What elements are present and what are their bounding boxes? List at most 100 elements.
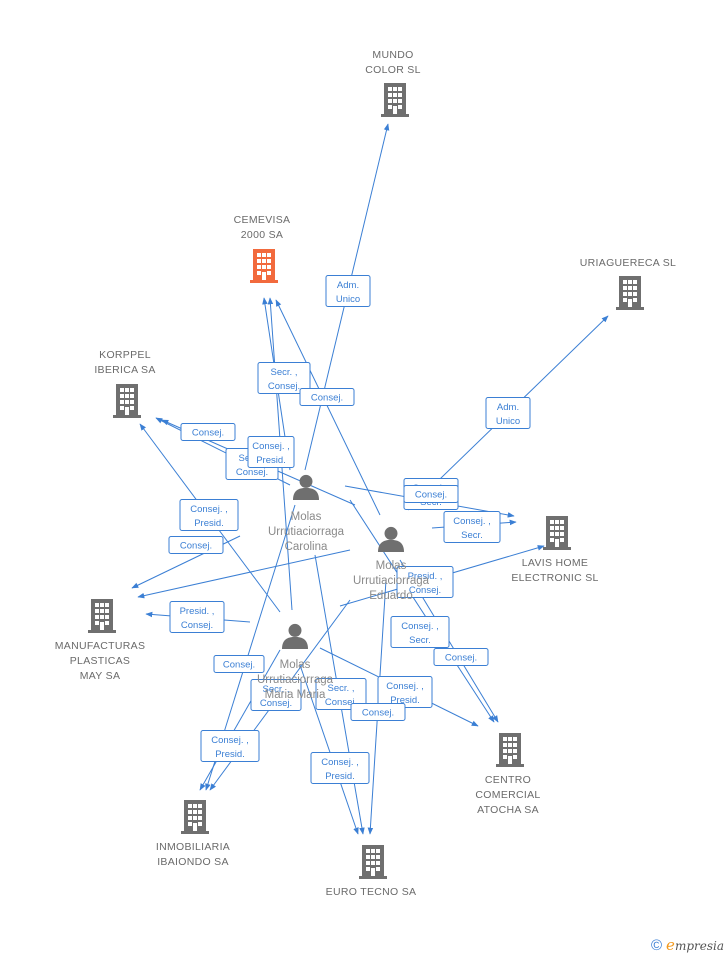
role-label: Consej.: [350, 703, 406, 721]
person-label: Urrutiaciorraga: [257, 674, 334, 686]
role-label: Adm. Unico: [325, 275, 371, 307]
role-label-box: [485, 397, 531, 429]
role-label-text: Secr. ,: [263, 684, 290, 695]
role-label-box: [299, 388, 355, 406]
person-label: Molas: [280, 659, 311, 671]
company-node-korppel[interactable]: KORPPEL IBERICA SA: [94, 349, 155, 418]
person-label: Eduardo: [369, 590, 412, 602]
role-label-text: Unico: [496, 416, 520, 427]
edge-carolina-centro: [349, 499, 495, 723]
role-label-text: Adm.: [497, 402, 519, 413]
role-label-text: Consej.: [415, 490, 447, 501]
role-label-text: Secr.: [409, 635, 431, 646]
role-label: Consej.: [213, 655, 265, 673]
role-label-text: Consej.: [325, 697, 357, 708]
role-label: Consej.: [168, 536, 224, 554]
role-label-text: Consej.: [192, 428, 224, 439]
company-label: KORPPEL: [99, 349, 151, 361]
role-label-box: [213, 655, 265, 673]
role-label-text: Presid.: [390, 695, 420, 706]
role-label: Consej. , Presid.: [377, 676, 433, 708]
company-label: 2000 SA: [241, 229, 283, 241]
company-label: ATOCHA SA: [477, 804, 539, 816]
building-icon: [543, 516, 571, 550]
person-label: Molas: [291, 511, 322, 523]
role-label-box: [247, 436, 295, 468]
role-label-text: Unico: [336, 294, 360, 305]
person-label: Maria Maria: [265, 689, 326, 701]
role-label-text: Secr.: [461, 530, 483, 541]
role-label-text: Consej.: [311, 393, 343, 404]
company-label: IBAIONDO SA: [157, 856, 229, 868]
role-label-text: Consej.: [180, 541, 212, 552]
building-icon: [250, 249, 278, 283]
edge-eduardo-manufacturas: [137, 549, 351, 599]
building-icon: [113, 384, 141, 418]
person-label: Carolina: [285, 541, 328, 553]
role-label: Secr. , Consej.: [250, 679, 302, 711]
building-icon: [88, 599, 116, 633]
brand-logo-initial: e: [666, 936, 675, 954]
edge-eduardo-cemevisa: [275, 299, 381, 516]
role-label-text: Consej. ,: [386, 681, 424, 692]
role-label-text: Consej.: [268, 381, 300, 392]
role-label-box: [325, 275, 371, 307]
role-label-text: Adm.: [337, 280, 359, 291]
company-node-uriaguereca[interactable]: URIAGUERECA SL: [580, 257, 676, 310]
role-label-box: [433, 648, 489, 666]
role-label-text: Consej. ,: [190, 504, 228, 515]
person-icon: [378, 526, 404, 552]
role-label-text: Secr. ,: [328, 683, 355, 694]
role-label-box: [443, 511, 501, 543]
role-label-text: Presid. ,: [180, 606, 215, 617]
company-label: EURO TECNO SA: [326, 886, 417, 898]
role-label: Consej. ,Presid.: [179, 499, 239, 531]
company-label: MAY SA: [80, 670, 121, 682]
building-icon: [496, 733, 524, 767]
brand-logo-text: mpresia: [674, 939, 724, 953]
role-label: Consej.: [180, 423, 236, 441]
company-label: ELECTRONIC SL: [511, 572, 598, 584]
company-label: URIAGUERECA SL: [580, 257, 676, 269]
role-label-text: Secr. ,: [271, 367, 298, 378]
company-node-lavis[interactable]: LAVIS HOME ELECTRONIC SL: [511, 516, 598, 584]
company-label: LAVIS HOME: [522, 557, 588, 569]
role-label-text: Consej. ,: [321, 757, 359, 768]
role-label: Consej. ,Presid.: [200, 730, 260, 762]
person-label: Urrutiaciorraga: [268, 526, 345, 538]
role-label-text: Consej.: [223, 660, 255, 671]
role-label-box: [168, 536, 224, 554]
company-node-eurotecno[interactable]: EURO TECNO SA: [326, 845, 417, 898]
company-label: IBERICA SA: [94, 364, 155, 376]
building-icon: [381, 83, 409, 117]
role-label-box: [315, 678, 367, 710]
person-label: Molas: [376, 560, 407, 572]
role-label-box: [396, 566, 454, 598]
role-label: Secr. , Consej.: [257, 362, 311, 394]
role-label-box: [350, 703, 406, 721]
building-icon: [181, 800, 209, 834]
role-label-text: Consej.: [260, 698, 292, 709]
role-label-text: Consej.: [409, 585, 441, 596]
company-label: MUNDO: [372, 49, 413, 61]
role-label: Presid. ,Consej.: [169, 601, 225, 633]
role-label-box: [310, 752, 370, 784]
role-label-box: [390, 616, 450, 648]
person-icon: [282, 623, 308, 649]
role-label-text: Consej. ,: [453, 516, 491, 527]
role-label: Consej. ,Presid.: [310, 752, 370, 784]
role-label: Consej. , Secr.: [443, 511, 501, 543]
role-label-text: Consej. ,: [211, 735, 249, 746]
role-label-text: Consej.: [445, 653, 477, 664]
role-label-box: [257, 362, 311, 394]
